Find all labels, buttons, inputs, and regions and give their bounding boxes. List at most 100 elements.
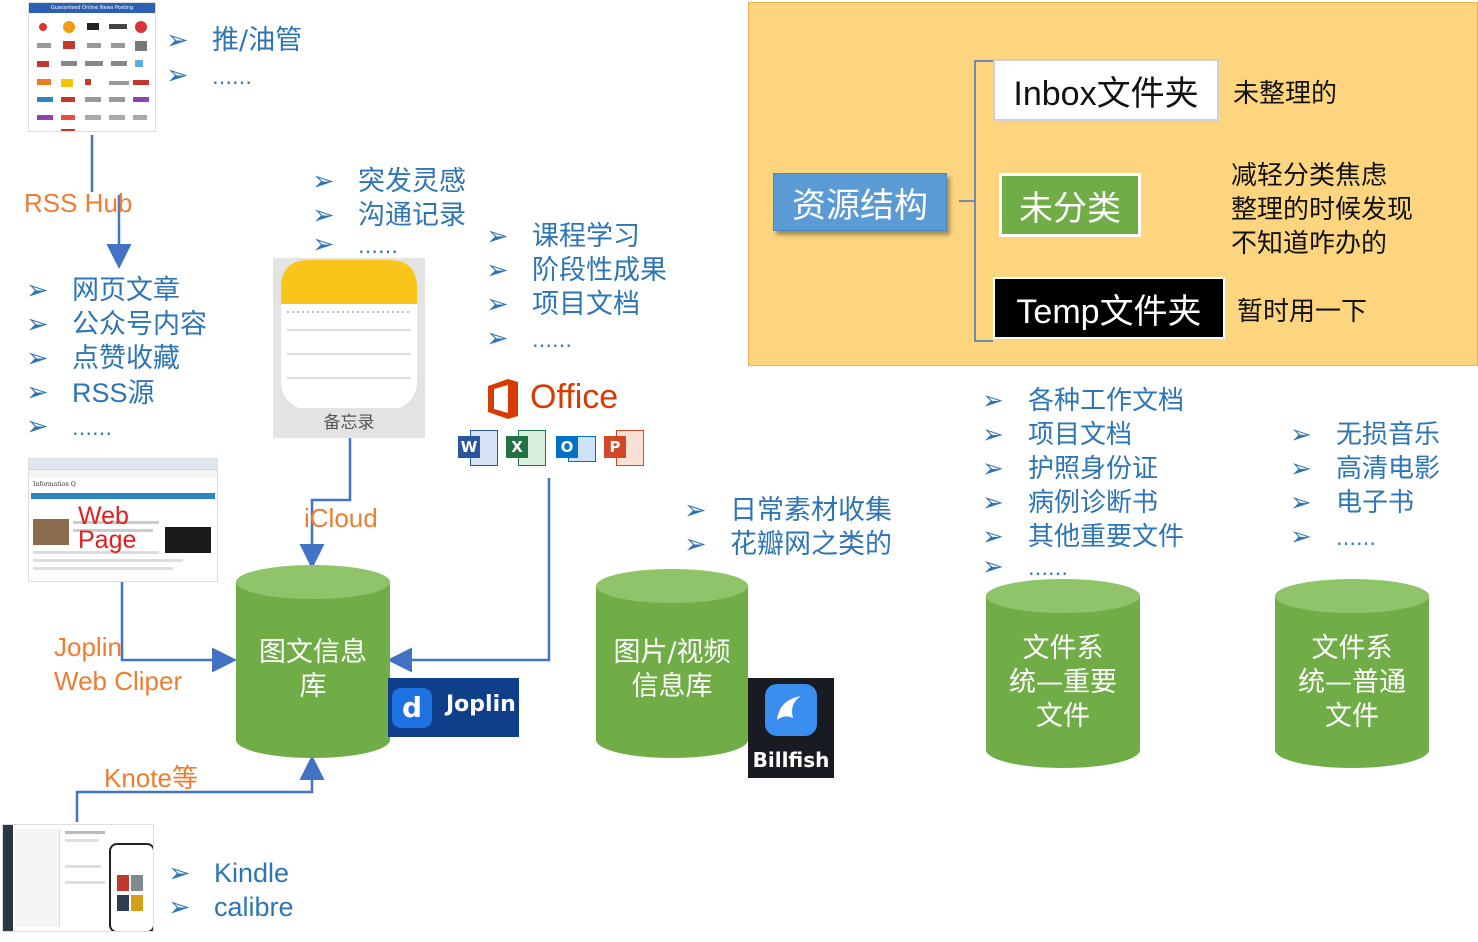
joplin-logo-icon: d — [392, 688, 432, 728]
unsorted-note: 减轻分类焦虑 整理的时候发现 不知道咋办的 — [1231, 161, 1414, 259]
list-item: ➢网页文章 — [26, 275, 180, 306]
list-item: ➢推/油管 — [166, 25, 303, 56]
arrow-bullet-icon: ➢ — [982, 488, 1004, 518]
list-item: ➢日常素材收集 — [684, 495, 892, 526]
unsorted-folder-box: 未分类 — [999, 173, 1141, 237]
office-apps-row: W X O P — [458, 428, 648, 466]
list-item: ➢项目文档 — [486, 289, 640, 320]
icloud-connector — [299, 438, 352, 569]
list-item: ➢沟通记录 — [312, 200, 466, 231]
text-db-cylinder — [236, 565, 390, 758]
list-item: ➢…… — [312, 229, 398, 260]
arrow-bullet-icon: ➢ — [982, 454, 1004, 484]
arrow-bullet-icon: ➢ — [26, 411, 49, 442]
joplin-badge: d Joplin — [388, 678, 519, 737]
text-db-label: 图文信息 库 — [259, 637, 367, 702]
list-item: ➢…… — [1290, 522, 1376, 552]
news-logo-grid — [37, 21, 149, 131]
list-item: ➢calibre — [168, 892, 294, 922]
list-item: ➢RSS源 — [26, 377, 155, 408]
media-db-label: 图片/视频 信息库 — [613, 637, 731, 702]
icloud-label: iCloud — [304, 503, 378, 533]
rss-hub-label: RSS Hub — [24, 188, 133, 218]
arrow-bullet-icon: ➢ — [1290, 522, 1312, 552]
clipper-connector — [120, 580, 237, 673]
list-item: ➢…… — [26, 411, 112, 442]
normal-fs-label: 文件系 统—普通 文件 — [1298, 633, 1406, 732]
billfish-logo-icon — [765, 684, 817, 736]
ebook-source-list: ➢Kindle ➢calibre — [168, 856, 294, 924]
list-item: ➢公众号内容 — [26, 309, 207, 340]
arrow-bullet-icon: ➢ — [982, 522, 1004, 552]
list-item: ➢各种工作文档 — [982, 386, 1185, 416]
temp-note: 暂时用一下 — [1237, 297, 1368, 327]
inbox-note: 未整理的 — [1233, 79, 1338, 109]
list-item: ➢护照身份证 — [982, 454, 1159, 484]
resource-root-box: 资源结构 — [773, 173, 947, 231]
arrow-bullet-icon: ➢ — [486, 255, 509, 286]
arrow-bullet-icon: ➢ — [26, 343, 49, 374]
image-source-list: ➢日常素材收集 ➢花瓣网之类的 — [684, 494, 892, 562]
word-icon: W — [458, 430, 498, 466]
list-item: ➢课程学习 — [486, 221, 640, 252]
news-logos-header: Guaranteed Online News Posting — [29, 3, 155, 13]
list-item: ➢无损音乐 — [1290, 420, 1441, 450]
arrow-bullet-icon: ➢ — [26, 275, 49, 306]
inbox-folder-box: Inbox文件夹 — [993, 59, 1219, 121]
arrow-bullet-icon: ➢ — [312, 229, 335, 260]
list-item: ➢点赞收藏 — [26, 343, 180, 374]
top-source-list: ➢推/油管 ➢…… — [166, 24, 302, 93]
phone-mockup — [109, 843, 153, 931]
joplin-badge-label: Joplin — [446, 692, 516, 717]
office-logo: Office — [484, 376, 634, 424]
billfish-badge: Billfish — [748, 678, 834, 778]
arrow-bullet-icon: ➢ — [1290, 488, 1312, 518]
list-item: ➢高清电影 — [1290, 454, 1441, 484]
media-files-list: ➢无损音乐 ➢高清电影 ➢电子书 ➢…… — [1290, 418, 1440, 554]
list-item: ➢花瓣网之类的 — [684, 529, 892, 560]
media-db-cylinder — [596, 569, 748, 758]
arrow-bullet-icon: ➢ — [684, 495, 707, 526]
notes-source-list: ➢突发灵感 ➢沟通记录 ➢…… — [312, 165, 466, 260]
notepad-icon — [281, 260, 417, 410]
excel-icon: X — [506, 430, 546, 466]
joplin-clipper-label: Joplin Web Cliper — [54, 632, 183, 696]
arrow-bullet-icon: ➢ — [486, 289, 509, 320]
arrow-bullet-icon: ➢ — [982, 420, 1004, 450]
arrow-bullet-icon: ➢ — [982, 386, 1004, 416]
list-item: ➢…… — [166, 60, 252, 91]
arrow-bullet-icon: ➢ — [26, 377, 49, 408]
arrow-bullet-icon: ➢ — [312, 166, 335, 197]
list-item: ➢电子书 — [1290, 488, 1415, 518]
powerpoint-icon: P — [604, 430, 644, 466]
arrow-bullet-icon: ➢ — [684, 529, 707, 560]
office-label: Office — [530, 378, 619, 416]
arrow-bullet-icon: ➢ — [1290, 454, 1312, 484]
knote-connector — [75, 755, 325, 822]
office-connector — [387, 478, 551, 673]
list-item: ➢其他重要文件 — [982, 522, 1185, 552]
list-item: ➢Kindle — [168, 858, 290, 888]
billfish-badge-label: Billfish — [752, 748, 830, 772]
normal-fs-cylinder — [1275, 579, 1429, 768]
arrow-bullet-icon: ➢ — [982, 552, 1004, 582]
list-item: ➢…… — [486, 323, 572, 354]
temp-folder-box: Temp文件夹 — [993, 277, 1225, 339]
notes-app-icon: 备忘录 — [273, 258, 425, 438]
office-icon — [488, 379, 518, 419]
structure-bracket — [959, 60, 993, 342]
arrow-bullet-icon: ➢ — [166, 25, 189, 56]
news-logos-thumbnail: Guaranteed Online News Posting — [28, 2, 156, 132]
arrow-bullet-icon: ➢ — [1290, 420, 1312, 450]
list-item: ➢项目文档 — [982, 420, 1133, 450]
outlook-icon: O — [556, 430, 596, 464]
kindle-app-thumbnail — [2, 824, 154, 932]
important-fs-cylinder — [986, 579, 1140, 768]
web-thumb-site-name: Information Q — [33, 481, 76, 488]
arrow-bullet-icon: ➢ — [166, 60, 189, 91]
arrow-bullet-icon: ➢ — [486, 221, 509, 252]
course-source-list: ➢课程学习 ➢阶段性成果 ➢项目文档 ➢…… — [486, 220, 667, 356]
list-item: ➢病例诊断书 — [982, 488, 1159, 518]
arrow-bullet-icon: ➢ — [26, 309, 49, 340]
